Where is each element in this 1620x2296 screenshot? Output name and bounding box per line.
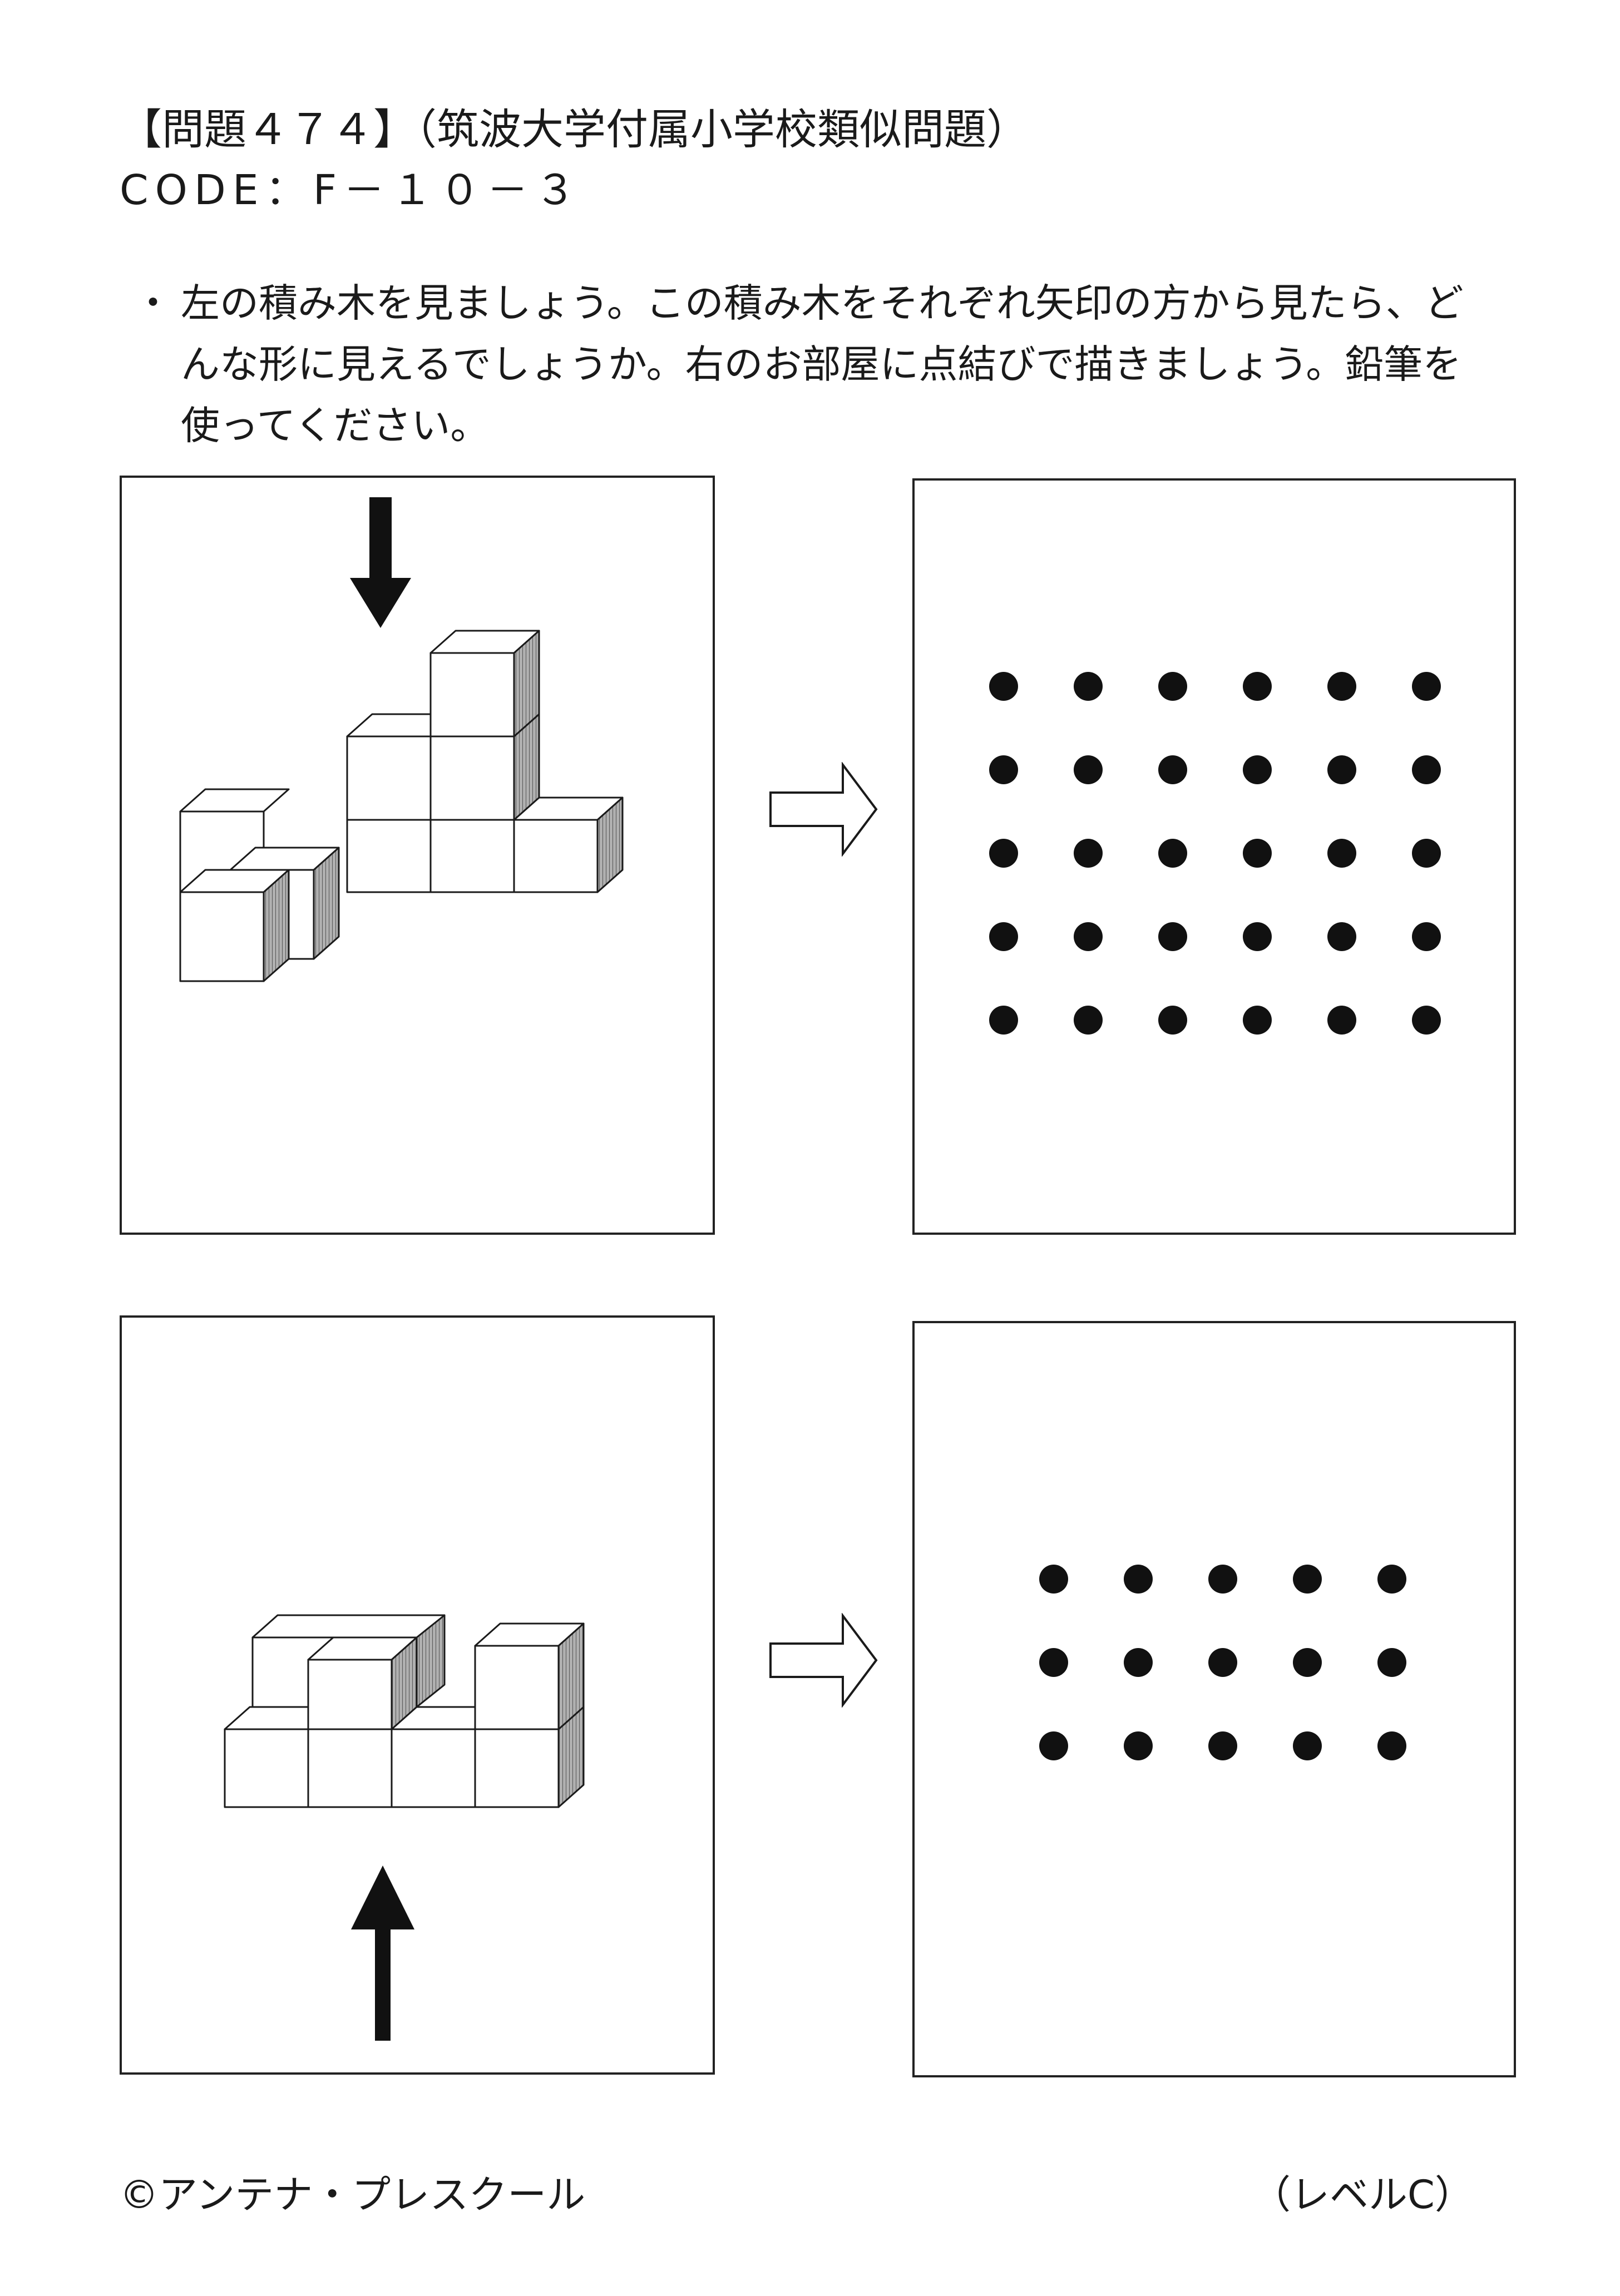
block-figure-1-panel (120, 476, 715, 1235)
grid-dot[interactable] (1377, 1565, 1406, 1594)
instruction: ・ 左の積み木を見ましょう。この積み木をそれぞれ矢印の方から見たら、どんな形に見… (134, 273, 1480, 456)
grid-dot[interactable] (989, 839, 1018, 868)
grid-dot[interactable] (1074, 922, 1103, 951)
grid-dot[interactable] (1412, 1006, 1441, 1035)
grid-dot[interactable] (1074, 672, 1103, 701)
grid-dot[interactable] (1039, 1731, 1068, 1760)
grid-dot[interactable] (1039, 1648, 1068, 1677)
grid-dot[interactable] (1208, 1648, 1237, 1677)
dot-grid-2-panel[interactable] (912, 1321, 1516, 2077)
grid-dot[interactable] (1243, 1006, 1272, 1035)
copyright: ©アンテナ・プレスクール (120, 2172, 586, 2218)
grid-dot[interactable] (1412, 672, 1441, 701)
instruction-text: 左の積み木を見ましょう。この積み木をそれぞれ矢印の方から見たら、どんな形に見える… (181, 280, 1464, 448)
instruction-bullet: ・ (134, 280, 172, 326)
problem-code: CODE：F－１０－３ (120, 166, 583, 214)
grid-dot[interactable] (989, 922, 1018, 951)
grid-dot[interactable] (1327, 755, 1356, 784)
grid-dot[interactable] (1243, 672, 1272, 701)
page-title: 【問題４７４】（筑波大学付属小学校類似問題） (120, 105, 1029, 154)
grid-dot[interactable] (989, 672, 1018, 701)
grid-dot[interactable] (1412, 922, 1441, 951)
grid-dot[interactable] (1243, 922, 1272, 951)
grid-dot[interactable] (1208, 1731, 1237, 1760)
grid-dot[interactable] (989, 1006, 1018, 1035)
grid-dot[interactable] (1293, 1648, 1322, 1677)
grid-dot[interactable] (1293, 1731, 1322, 1760)
grid-dot[interactable] (1327, 1006, 1356, 1035)
grid-dot[interactable] (1158, 1006, 1187, 1035)
grid-dot[interactable] (1158, 672, 1187, 701)
right-arrow-2 (768, 1612, 879, 1710)
grid-dot[interactable] (1158, 755, 1187, 784)
dot-grid-1[interactable] (915, 481, 1518, 1237)
grid-dot[interactable] (1377, 1731, 1406, 1760)
grid-dot[interactable] (1412, 755, 1441, 784)
dot-grid-2[interactable] (915, 1323, 1518, 2080)
level-label: （レベルC） (1252, 2172, 1474, 2218)
grid-dot[interactable] (1124, 1565, 1153, 1594)
grid-dot[interactable] (1074, 1006, 1103, 1035)
right-arrow-1 (768, 761, 879, 859)
grid-dot[interactable] (1208, 1565, 1237, 1594)
grid-dot[interactable] (989, 755, 1018, 784)
grid-dot[interactable] (1074, 755, 1103, 784)
grid-dot[interactable] (1327, 672, 1356, 701)
block-figure-1 (179, 497, 624, 982)
grid-dot[interactable] (1327, 922, 1356, 951)
grid-dot[interactable] (1412, 839, 1441, 868)
dot-grid-1-panel[interactable] (912, 478, 1516, 1235)
grid-dot[interactable] (1243, 839, 1272, 868)
grid-dot[interactable] (1377, 1648, 1406, 1677)
block-figure-2 (224, 1614, 585, 2041)
grid-dot[interactable] (1327, 839, 1356, 868)
grid-dot[interactable] (1124, 1648, 1153, 1677)
grid-dot[interactable] (1039, 1565, 1068, 1594)
grid-dot[interactable] (1158, 839, 1187, 868)
grid-dot[interactable] (1074, 839, 1103, 868)
grid-dot[interactable] (1293, 1565, 1322, 1594)
grid-dot[interactable] (1158, 922, 1187, 951)
grid-dot[interactable] (1124, 1731, 1153, 1760)
block-figure-2-panel (120, 1315, 715, 2075)
grid-dot[interactable] (1243, 755, 1272, 784)
